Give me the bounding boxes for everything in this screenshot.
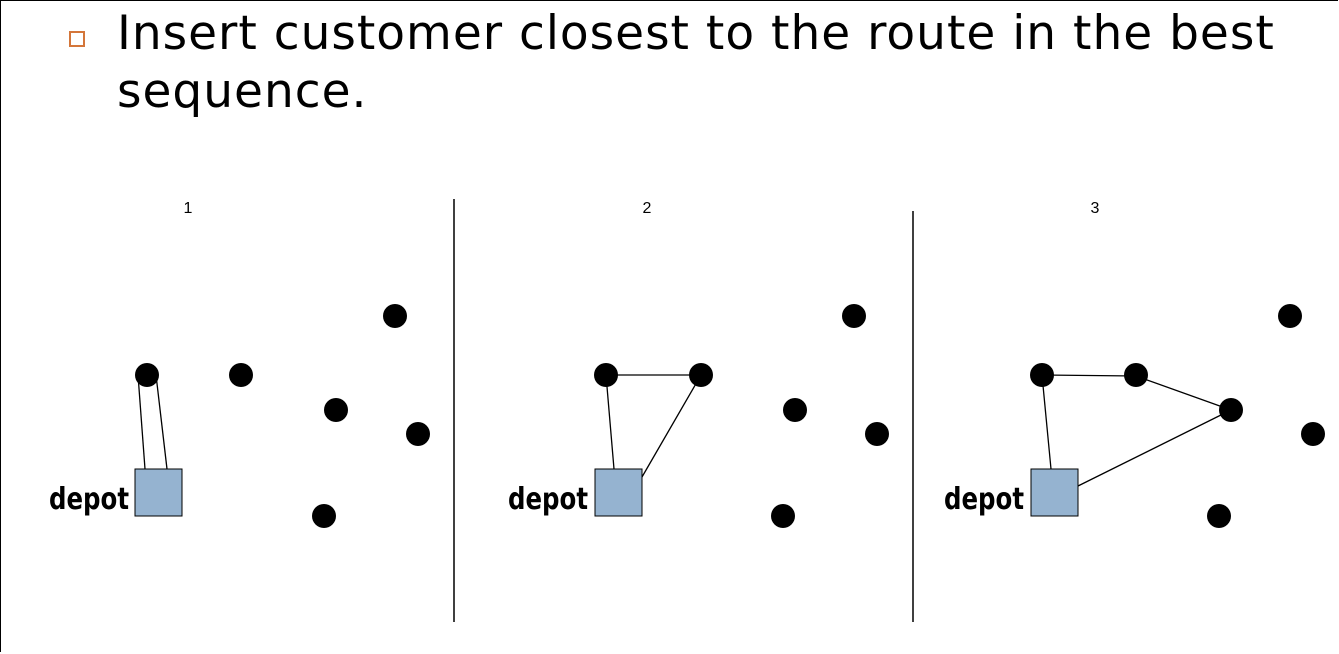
customer-node — [324, 398, 348, 422]
bullet-text: Insert customer closest to the route in … — [117, 6, 1275, 119]
customer-node — [1278, 304, 1302, 328]
depot-square — [594, 468, 643, 517]
route-edge — [605, 374, 615, 470]
customer-node — [229, 363, 253, 387]
panel-1: 1 depot — [49, 200, 430, 528]
route-edge — [1135, 375, 1232, 411]
depot-label: depot — [508, 482, 588, 517]
step-number: 1 — [184, 200, 193, 217]
customer-node — [865, 422, 889, 446]
depot-square — [1030, 468, 1079, 517]
customer-node — [689, 363, 713, 387]
customer-node — [1030, 363, 1054, 387]
depot-label: depot — [944, 482, 1024, 517]
route-edge — [155, 374, 168, 470]
customer-node — [406, 422, 430, 446]
customer-node — [1301, 422, 1325, 446]
route-edge — [1041, 374, 1052, 470]
route-edge — [1041, 374, 1137, 377]
customer-node — [783, 398, 807, 422]
customer-node — [1207, 504, 1231, 528]
square-bullet-icon — [69, 31, 85, 47]
customer-node — [312, 504, 336, 528]
panel-3: 3 depot — [944, 200, 1325, 528]
route-edge — [137, 374, 146, 470]
customer-node — [1219, 398, 1243, 422]
route-edge — [641, 374, 702, 478]
route-edge — [1077, 409, 1232, 487]
depot-square — [134, 468, 183, 517]
customer-node — [383, 304, 407, 328]
customer-node — [135, 363, 159, 387]
customer-node — [842, 304, 866, 328]
depot-label: depot — [49, 482, 129, 517]
customer-node — [594, 363, 618, 387]
step-number: 3 — [1091, 200, 1100, 217]
panel-2: 2 depot — [508, 200, 889, 528]
customer-node — [771, 504, 795, 528]
customer-node — [1124, 363, 1148, 387]
step-number: 2 — [643, 200, 652, 217]
